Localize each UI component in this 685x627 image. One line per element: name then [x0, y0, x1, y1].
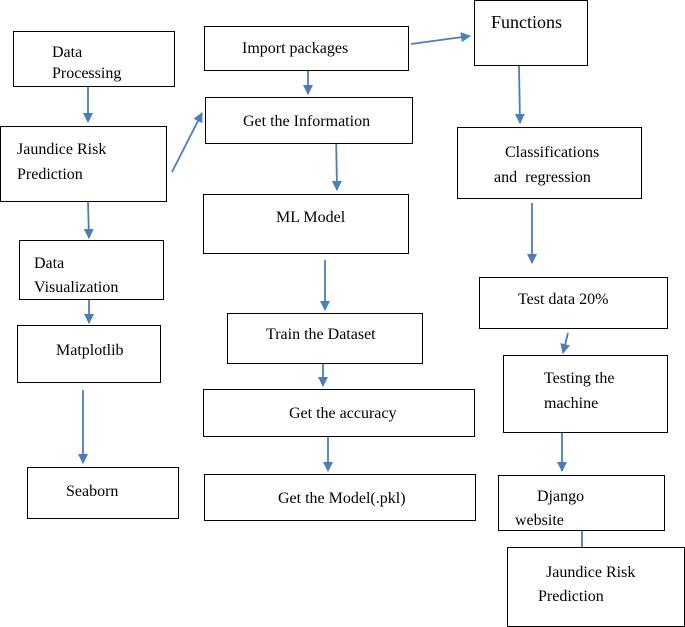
node-django-website: Django website: [498, 475, 665, 531]
node-train-dataset: Train the Dataset: [227, 313, 423, 364]
node-jaundice-risk-prediction-left-line1: Jaundice Risk: [17, 141, 107, 158]
node-jaundice-risk-prediction-right-line1: Jaundice Risk: [546, 564, 636, 581]
node-ml-model: ML Model: [203, 194, 409, 254]
node-classifications-regression-line1: Classifications: [505, 144, 600, 161]
node-jaundice-risk-prediction-left: Jaundice Risk Prediction: [0, 126, 167, 202]
node-get-accuracy-label: Get the accuracy: [289, 405, 397, 422]
arrow-import-packages-to-functions: [410, 32, 471, 45]
node-get-information-label: Get the Information: [243, 113, 371, 130]
arrow-test-data-to-testing-machine: [560, 332, 571, 354]
arrow-functions-to-classifications-regression: [514, 65, 525, 124]
node-django-website-line2: website: [515, 512, 564, 529]
node-get-model: Get the Model(.pkl): [204, 474, 476, 521]
node-get-model-label: Get the Model(.pkl): [278, 490, 406, 507]
node-matplotlib: Matplotlib: [17, 325, 161, 383]
node-data-processing-label: Data Processing: [52, 44, 122, 82]
node-test-data-label: Test data 20%: [518, 291, 609, 308]
node-data-visualization-line1: Data: [34, 255, 65, 272]
node-data-visualization-line2: Visualization: [34, 279, 119, 296]
node-testing-machine: Testing the machine: [503, 355, 668, 433]
node-ml-model-label: ML Model: [276, 209, 346, 226]
node-classifications-regression-line2: and regression: [494, 169, 591, 186]
node-jaundice-risk-prediction-left-line2: Prediction: [17, 166, 83, 183]
node-classifications-regression: Classifications and regression: [457, 127, 642, 199]
node-functions-label: Functions: [491, 12, 563, 32]
node-testing-machine-line2: machine: [544, 395, 599, 412]
arrow-jaundice-risk-prediction-left-to-get-information: [171, 112, 203, 173]
node-matplotlib-label: Matplotlib: [56, 342, 124, 359]
node-get-information: Get the Information: [205, 97, 413, 144]
node-seaborn-label: Seaborn: [66, 483, 119, 500]
node-functions: Functions: [474, 0, 588, 66]
node-jaundice-risk-prediction-right: Jaundice Risk Prediction: [507, 547, 685, 627]
node-get-accuracy: Get the accuracy: [203, 389, 475, 437]
node-data-visualization: Data Visualization: [19, 240, 164, 300]
node-test-data: Test data 20%: [479, 277, 668, 329]
node-testing-machine-line1: Testing the: [544, 370, 615, 387]
node-import-packages: Import packages: [204, 26, 409, 71]
node-import-packages-label: Import packages: [242, 40, 349, 57]
node-django-website-line1: Django: [537, 488, 585, 505]
node-jaundice-risk-prediction-right-line2: Prediction: [538, 588, 604, 605]
node-data-processing: Data Processing: [13, 31, 175, 87]
node-seaborn: Seaborn: [27, 467, 179, 519]
node-train-dataset-label: Train the Dataset: [266, 326, 376, 343]
arrow-jaundice-risk-prediction-left-to-data-visualization: [83, 201, 94, 239]
